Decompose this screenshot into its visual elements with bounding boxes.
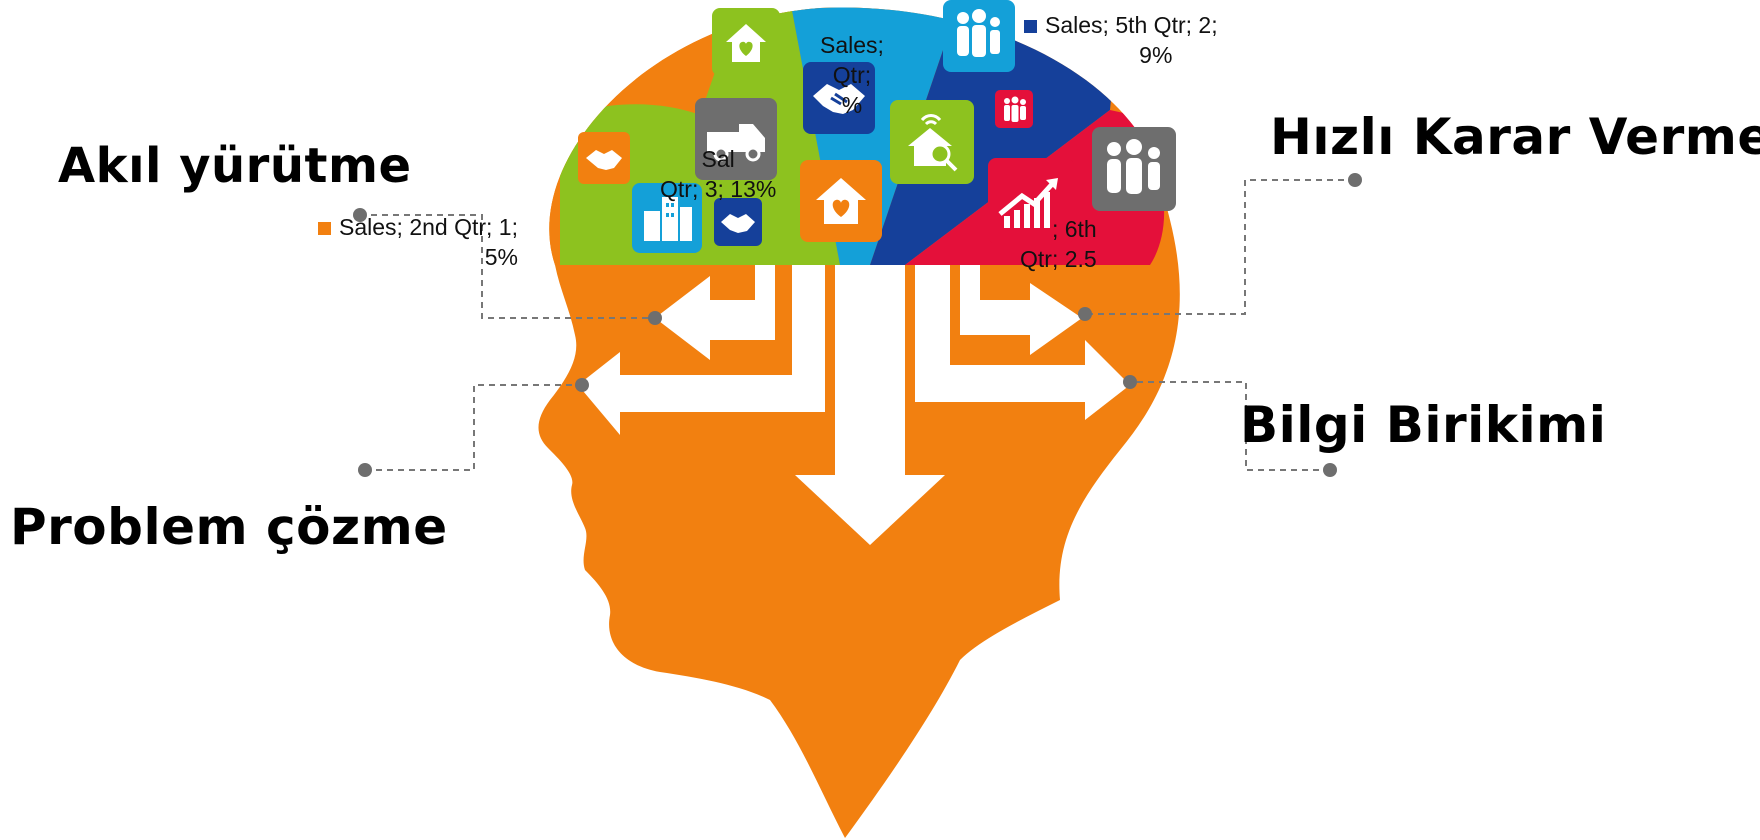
data-label-6th-qtr-line2: Qtr; 2.5 [1020, 246, 1097, 272]
house-heart-icon [800, 160, 882, 242]
handshake-icon [803, 62, 875, 134]
data-label-4th-qtr-line2: Qtr; [832, 62, 872, 88]
slice-5th-qtr-navy [870, 7, 1120, 265]
arrow-left-lower [578, 265, 825, 435]
truck-icon [695, 98, 777, 180]
family-icon [943, 0, 1015, 72]
handshake-icon [578, 132, 630, 184]
legend-swatch-orange [318, 222, 331, 236]
data-label-2nd-qtr: Sales; 2nd Qtr; 1; 5% [318, 212, 518, 272]
arrow-down [795, 265, 945, 545]
concept-quick-decision: Hızlı Karar Verme [1270, 108, 1760, 166]
family-icon [1092, 127, 1176, 211]
chart-growth-icon [988, 158, 1074, 244]
arrow-left-upper [655, 265, 775, 360]
data-label-6th-qtr-line1: ; 6th [1051, 216, 1097, 242]
arrows [578, 265, 1130, 545]
connectors [360, 179, 1355, 471]
data-label-5th-qtr-line1: Sales; 5th Qtr; 2; [1045, 12, 1218, 38]
data-label-3rd-qtr: Sal Qtr; 3; 13% [660, 144, 776, 204]
legend-swatch-navy [1024, 20, 1037, 34]
family-icon [995, 90, 1033, 128]
data-label-2nd-qtr-line2: 5% [484, 244, 518, 270]
building-icon [632, 183, 702, 253]
concept-problem-solving: Problem çözme [10, 498, 448, 556]
connector-problem [365, 384, 582, 471]
data-label-4th-qtr: Sales; Qtr; % [820, 30, 884, 120]
arrow-right-lower [915, 265, 1130, 420]
handshake-icon [714, 198, 762, 246]
arrow-right-upper [960, 265, 1082, 355]
data-label-6th-qtr: ; 6th Qtr; 2.5 [1020, 214, 1097, 274]
data-label-5th-qtr: Sales; 5th Qtr; 2; 9% [1024, 10, 1218, 70]
connector-reasoning [360, 214, 655, 319]
connector-quick-decision [1082, 179, 1355, 315]
connector-dots [353, 173, 1362, 477]
data-label-4th-qtr-line3: % [841, 92, 863, 118]
data-label-5th-qtr-line2: 9% [1139, 42, 1173, 68]
smart-home-icon [890, 100, 974, 184]
concept-knowledge: Bilgi Birikimi [1240, 396, 1607, 454]
data-label-2nd-qtr-line1: Sales; 2nd Qtr; 1; [339, 214, 518, 240]
data-label-4th-qtr-line1: Sales; [820, 32, 884, 58]
house-heart-icon [712, 8, 780, 76]
data-label-3rd-qtr-line1: Sal [701, 146, 735, 172]
concept-reasoning: Akıl yürütme [58, 138, 412, 194]
data-label-3rd-qtr-line2: Qtr; 3; 13% [660, 176, 777, 202]
